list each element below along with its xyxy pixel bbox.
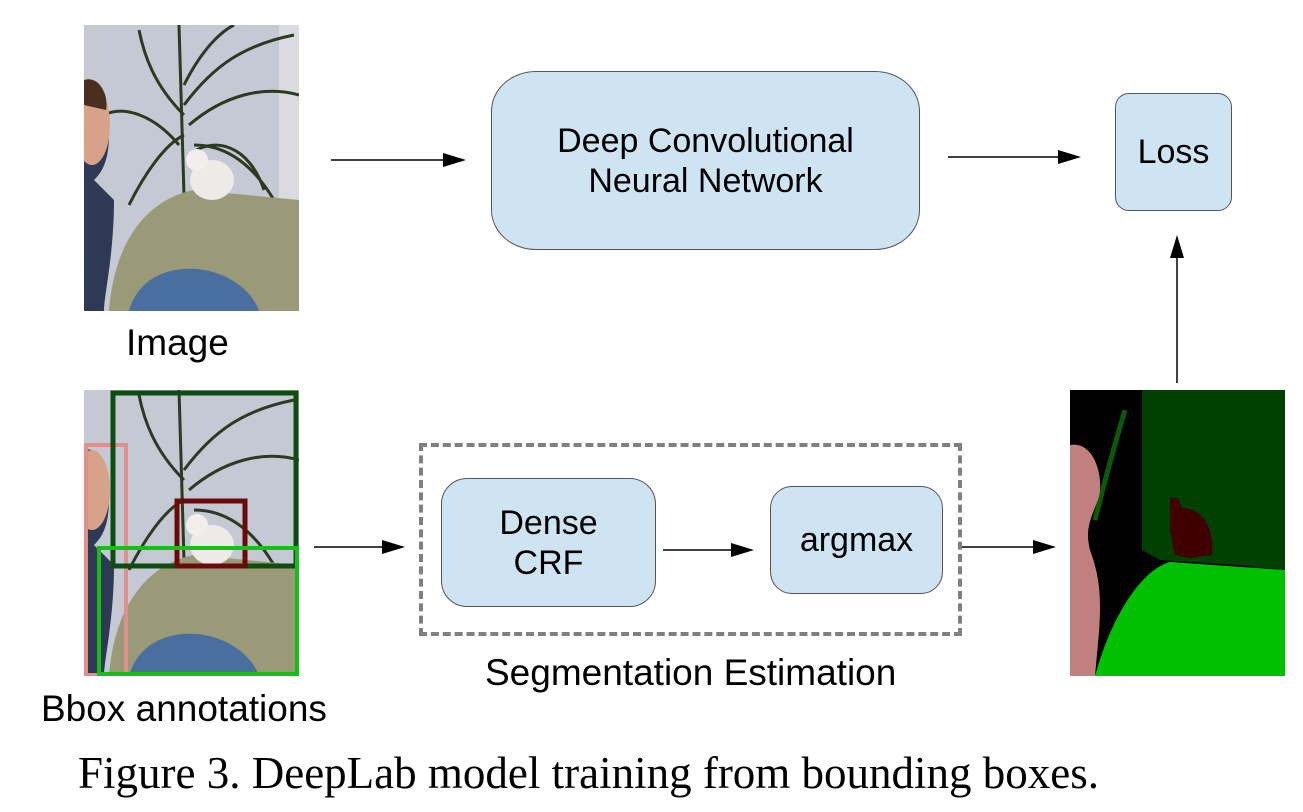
input-image [84, 25, 299, 311]
bbox-image-scene [84, 390, 299, 676]
segmentation-estimation-label: Segmentation Estimation [485, 652, 897, 693]
arrow-crf-to-argmax [663, 543, 754, 557]
figure-caption: Figure 3. DeepLab model training from bo… [78, 748, 1100, 798]
segmentation-map [1070, 390, 1285, 676]
arrow-dcnn-to-loss [948, 150, 1081, 164]
loss-node: Loss [1115, 93, 1232, 211]
dcnn-node: Deep Convolutional Neural Network [491, 71, 920, 250]
arrow-output-to-loss [1170, 235, 1184, 383]
bbox-annotation-image [84, 390, 299, 676]
segmentation-estimation-group [419, 443, 962, 636]
bbox-annotations-label: Bbox annotations [41, 688, 327, 729]
arrow-bbox-to-segmentation [314, 540, 405, 554]
segmentation-output-image [1070, 390, 1285, 676]
input-image-scene [84, 25, 299, 311]
bbox-cat [174, 498, 248, 569]
argmax-node: argmax [770, 486, 943, 594]
arrow-image-to-dcnn [331, 153, 466, 167]
bbox-sofa [97, 546, 299, 676]
image-label: Image [126, 322, 229, 363]
dense-crf-node: Dense CRF [441, 478, 656, 607]
arrow-argmax-to-output [962, 540, 1056, 554]
